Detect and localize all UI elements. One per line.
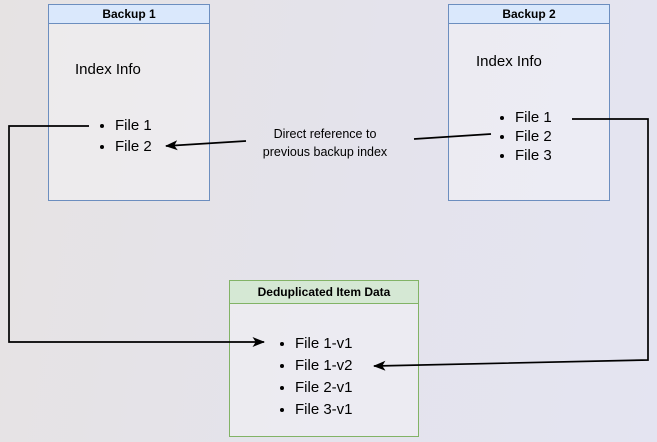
backup2-index-info-label: Index Info [476, 53, 542, 70]
backup1-index-info-label: Index Info [75, 61, 141, 78]
backup2-title: Backup 2 [502, 7, 556, 21]
direct-reference-label-line1: Direct reference to [273, 127, 377, 141]
list-item: File 1 [515, 108, 552, 127]
dedup-file-list: File 1-v1 File 1-v2 File 2-v1 File 3-v1 [274, 333, 353, 421]
list-item: File 2 [115, 136, 152, 157]
list-item: File 1 [115, 115, 152, 136]
backup1-header: Backup 1 [49, 5, 209, 24]
direct-reference-label-line2: previous backup index [262, 145, 388, 159]
list-item: File 2 [515, 127, 552, 146]
list-item: File 3-v1 [295, 399, 353, 421]
backup1-title: Backup 1 [102, 7, 156, 21]
backup2-node: Backup 2 [448, 4, 610, 201]
backup1-node: Backup 1 [48, 4, 210, 201]
list-item: File 1-v2 [295, 355, 353, 377]
backup1-file-list: File 1 File 2 [94, 115, 152, 157]
dedup-header: Deduplicated Item Data [230, 281, 418, 304]
list-item: File 2-v1 [295, 377, 353, 399]
direct-reference-label: Direct reference to previous backup inde… [235, 125, 415, 161]
backup2-header: Backup 2 [449, 5, 609, 24]
dedup-title: Deduplicated Item Data [257, 285, 391, 299]
list-item: File 1-v1 [295, 333, 353, 355]
list-item: File 3 [515, 146, 552, 165]
backup2-file-list: File 1 File 2 File 3 [494, 108, 552, 165]
